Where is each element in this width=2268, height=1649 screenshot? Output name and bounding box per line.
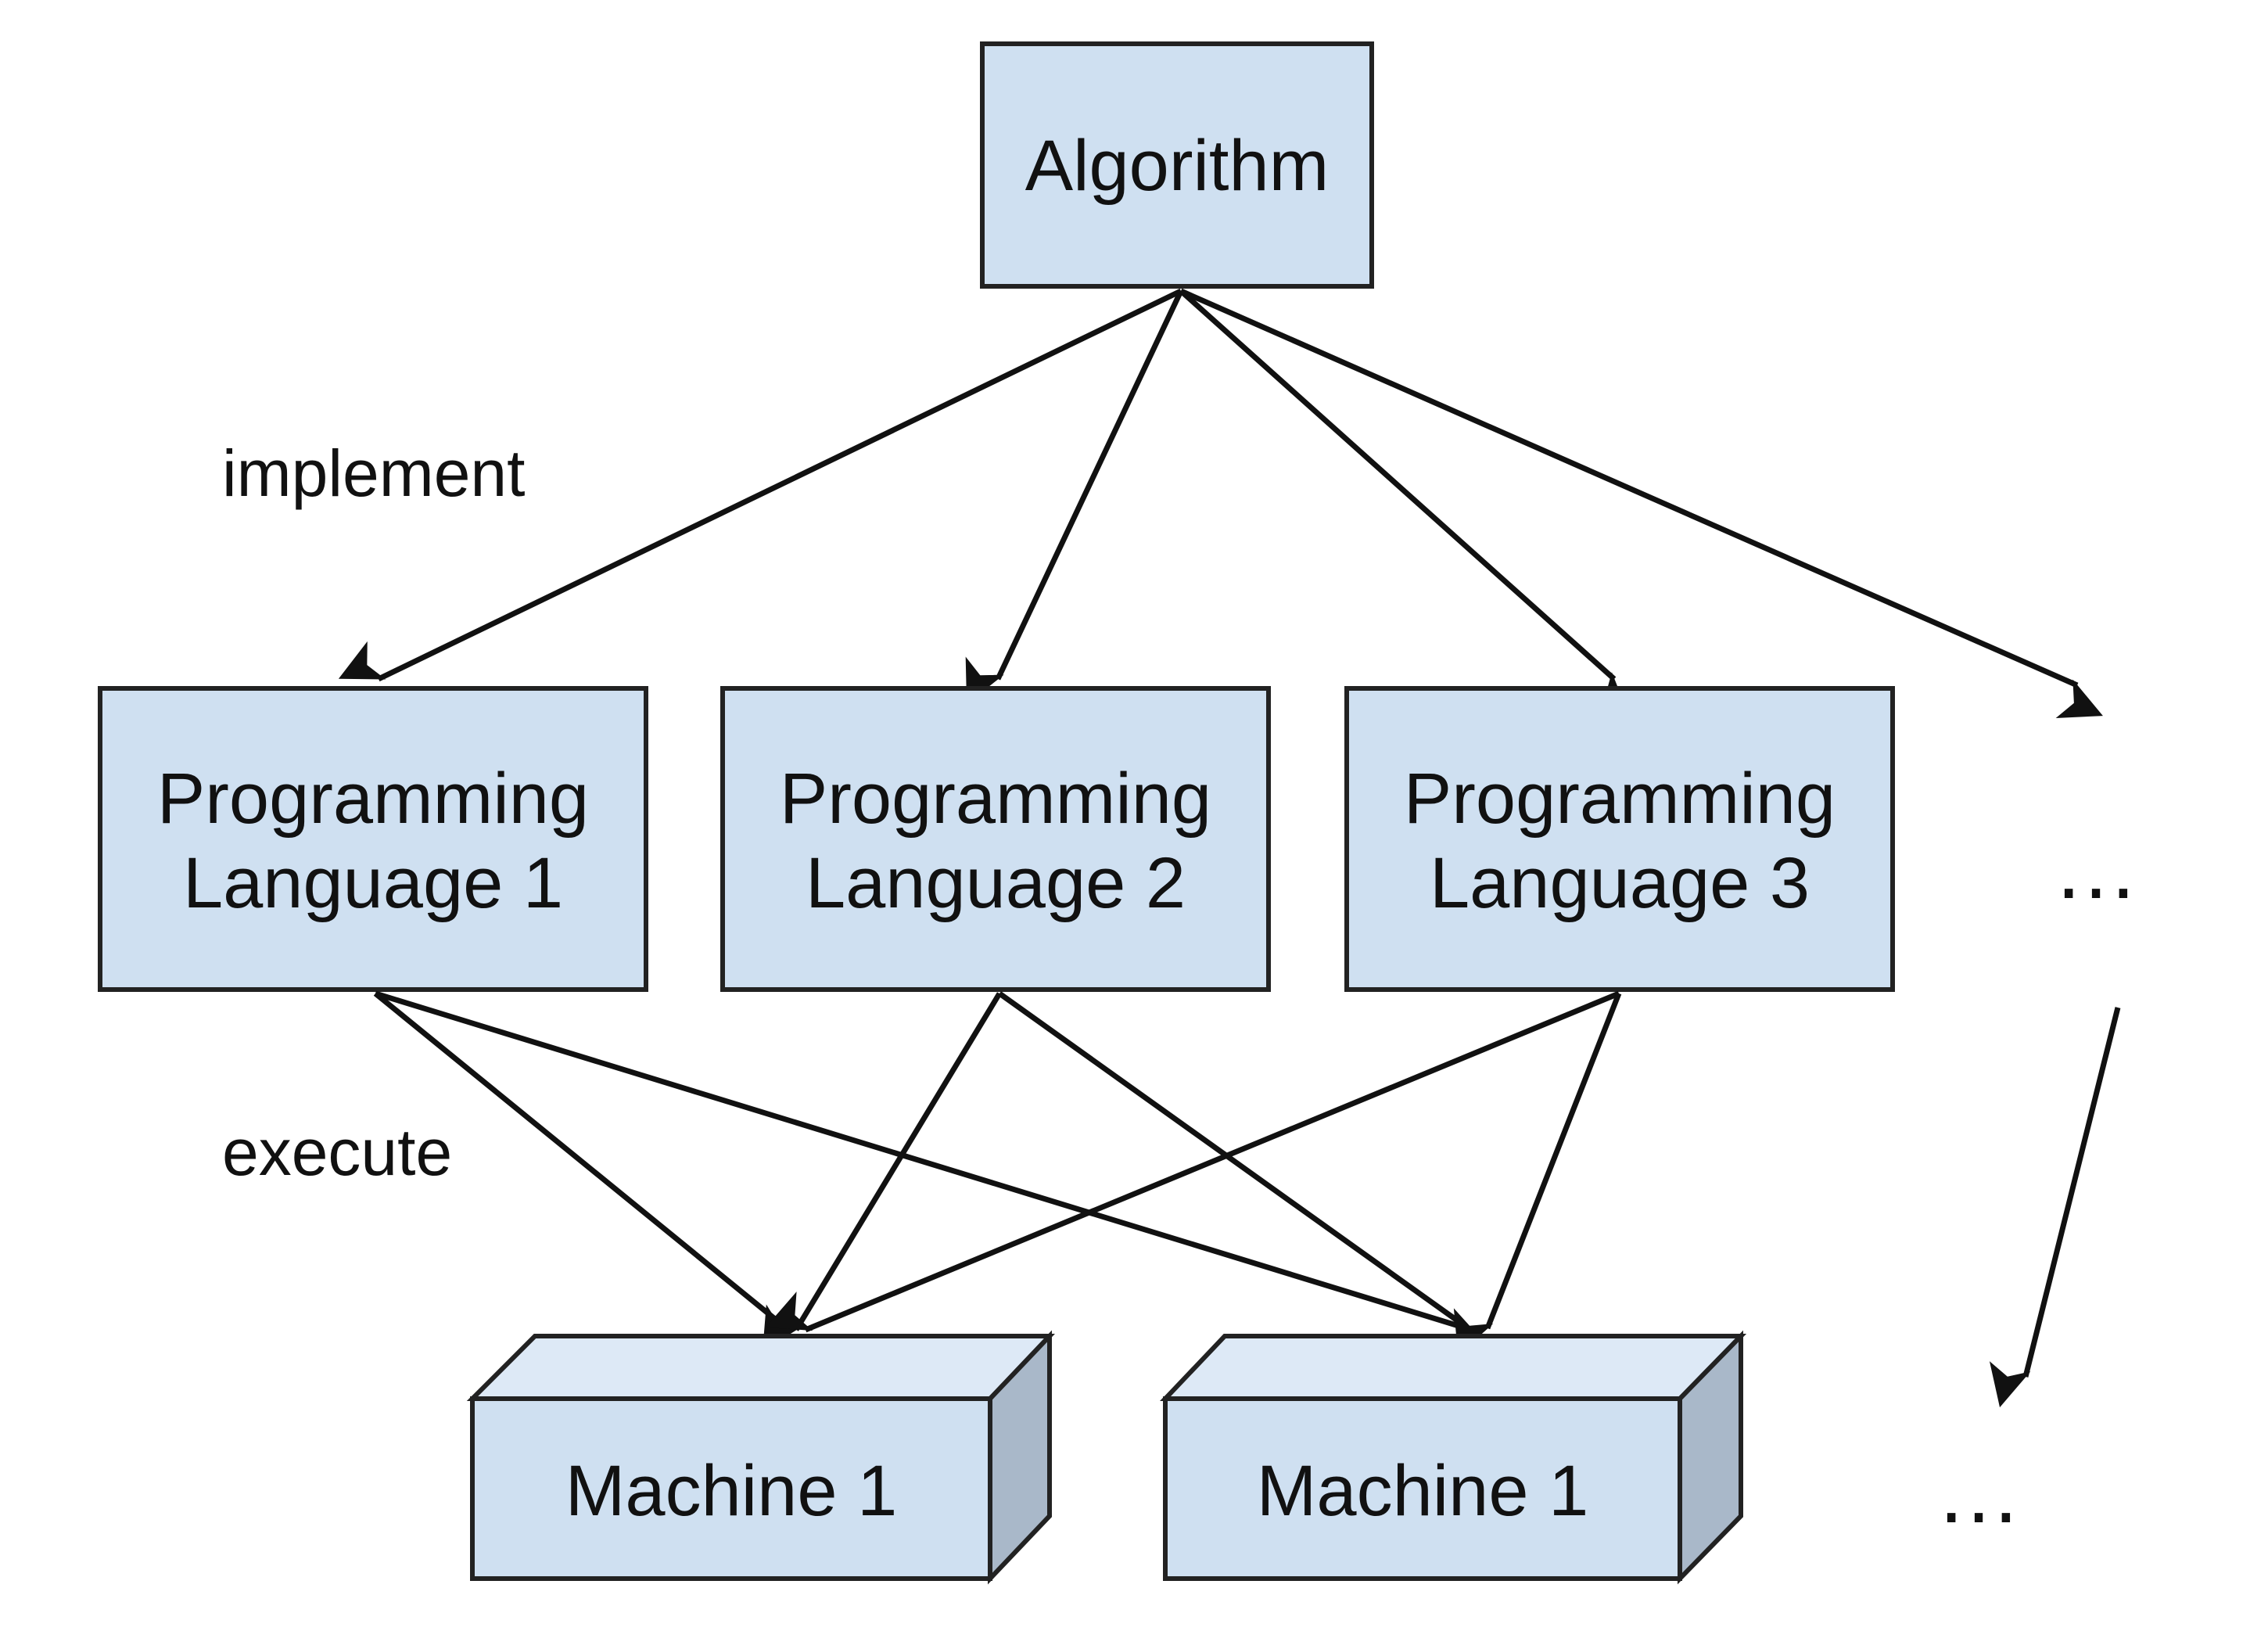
language-node-1: Programming Language 1 xyxy=(98,686,648,992)
language-1-label-line1: Programming xyxy=(157,759,589,839)
arrow-language-3-to-machine-2 xyxy=(1453,992,1622,1356)
arrow-more-languages-to-more-machines xyxy=(1989,1007,2121,1408)
language-node-2: Programming Language 2 xyxy=(720,686,1271,992)
language-node-3: Programming Language 3 xyxy=(1344,686,1895,992)
algorithm-label: Algorithm xyxy=(1025,126,1330,206)
more-languages-ellipsis: … xyxy=(2053,821,2147,917)
language-2-label-line2: Language 2 xyxy=(806,843,1186,923)
machine-node-1: Machine 1 xyxy=(466,1330,1055,1585)
arrow-language-1-to-machine-2 xyxy=(374,990,1506,1367)
execute-arrows xyxy=(373,990,2121,1408)
execute-label: execute xyxy=(222,1116,452,1189)
arrow-language-2-to-machine-1 xyxy=(762,992,1002,1352)
language-1-label-line2: Language 1 xyxy=(183,843,563,923)
language-3-label-line1: Programming xyxy=(1404,759,1836,839)
implement-arrows xyxy=(338,288,2103,719)
machine-1-label: Machine 1 xyxy=(565,1451,897,1531)
language-2-label-line1: Programming xyxy=(780,759,1211,839)
implement-label: implement xyxy=(222,436,525,510)
algorithm-node: Algorithm xyxy=(980,41,1374,289)
language-3-label-line2: Language 3 xyxy=(1430,843,1810,923)
arrow-language-2-to-machine-2 xyxy=(997,991,1490,1365)
arrow-algorithm-to-language-3 xyxy=(1179,289,1630,717)
arrow-algorithm-to-more-languages xyxy=(1179,288,2103,719)
arrow-algorithm-to-language-1 xyxy=(338,288,1182,682)
arrow-language-1-to-machine-1 xyxy=(373,991,806,1367)
arrow-language-3-to-machine-1 xyxy=(765,990,1620,1333)
more-machines-ellipsis: … xyxy=(1936,1445,2029,1541)
arrow-algorithm-to-language-2 xyxy=(965,289,1184,704)
machine-2-label: Machine 1 xyxy=(1257,1451,1588,1531)
machine-node-2: Machine 1 xyxy=(1160,1330,1747,1585)
